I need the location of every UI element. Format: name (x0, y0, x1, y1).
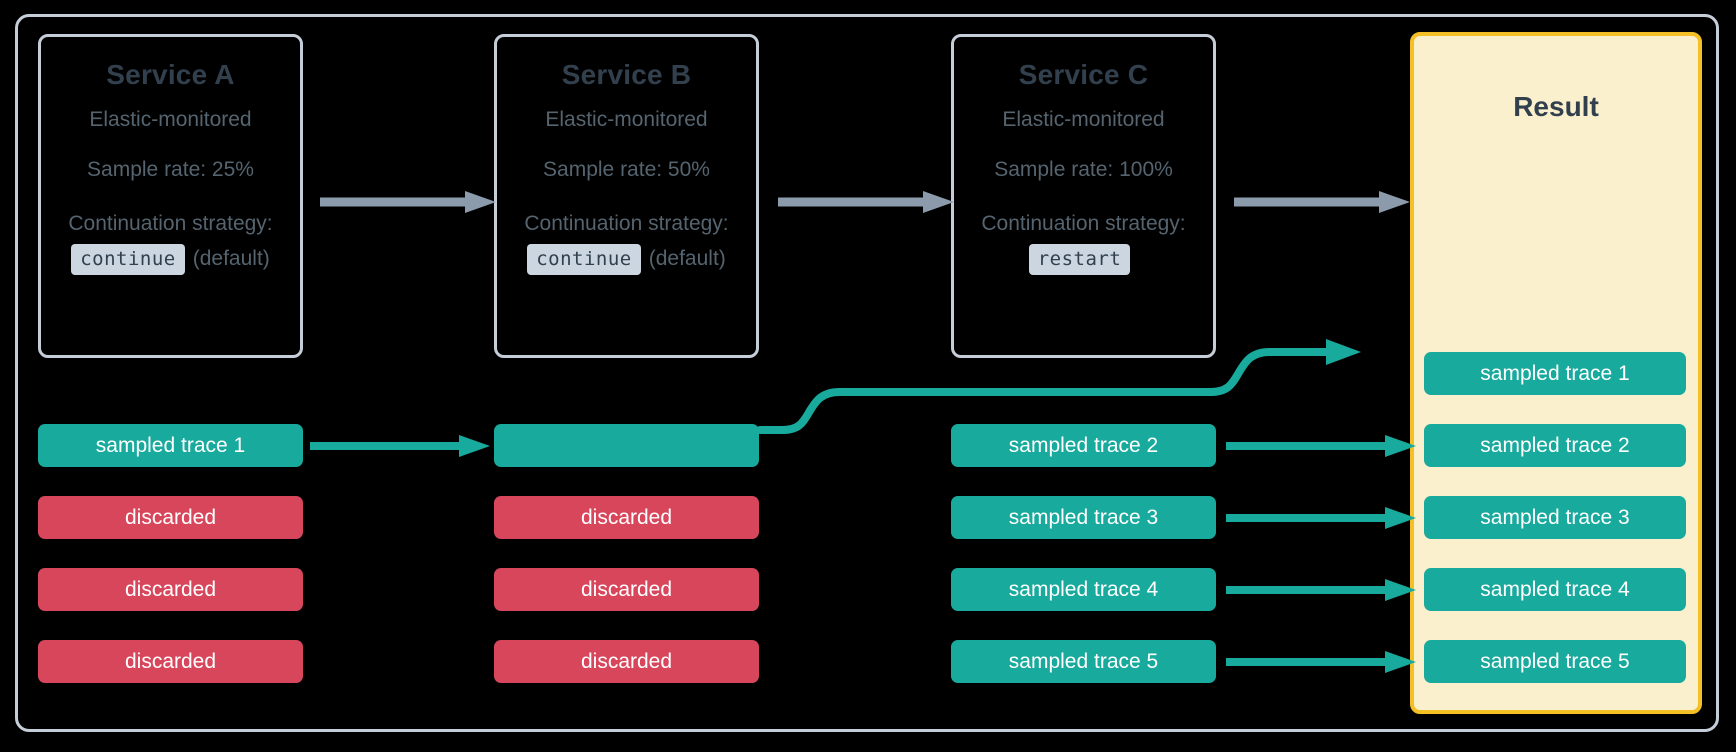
trace-pill-result-1-label: sampled trace 1 (1480, 361, 1630, 385)
service-b-strategy-label: Continuation strategy: (524, 212, 729, 235)
service-c-sample-rate: Sample rate: 100% (994, 158, 1173, 181)
service-box-a: Service A Elastic-monitored Sample rate:… (38, 34, 303, 358)
service-c-subtitle: Elastic-monitored (1002, 108, 1165, 131)
trace-pill-b-2: discarded (494, 496, 759, 539)
trace-pill-c-3-label: sampled trace 4 (1008, 577, 1159, 601)
service-a-strategy-value: continue (71, 243, 185, 275)
service-b-strategy-row: continue (default) (527, 243, 726, 275)
trace-pill-a-4-label: discarded (124, 649, 217, 673)
service-a-strategy-note: (default) (192, 247, 270, 271)
trace-pill-result-3: sampled trace 3 (1424, 496, 1686, 539)
service-a-title: Service A (106, 59, 235, 90)
service-c-strategy-row: restart (1028, 243, 1139, 275)
service-a-sample-rate: Sample rate: 25% (87, 158, 254, 181)
service-b-sample-rate: Sample rate: 50% (543, 158, 710, 181)
service-a-strategy-row: continue (default) (71, 243, 270, 275)
service-b-title: Service B (561, 59, 692, 90)
trace-pill-a-1-label: sampled trace 1 (95, 433, 246, 457)
trace-pill-b-2-label: discarded (580, 505, 673, 529)
trace-pill-result-3-label: sampled trace 3 (1480, 505, 1630, 529)
arrow-service-a-to-b (320, 191, 496, 213)
trace-pill-result-4: sampled trace 4 (1424, 568, 1686, 611)
trace-pill-a-4: discarded (38, 640, 303, 683)
service-a-subtitle: Elastic-monitored (89, 108, 252, 131)
trace-pill-result-4-label: sampled trace 4 (1480, 577, 1630, 601)
arrow-trace-c1-to-result2 (1226, 435, 1416, 457)
arrow-trace-c4-to-result5 (1226, 651, 1416, 673)
trace-pill-result-2-label: sampled trace 2 (1480, 433, 1630, 457)
service-box-b: Service B Elastic-monitored Sample rate:… (494, 34, 759, 358)
service-b-strategy-value: continue (527, 243, 641, 275)
trace-pill-b-3: discarded (494, 568, 759, 611)
trace-pill-b-3-label: discarded (580, 577, 673, 601)
trace-pill-a-2-label: discarded (124, 505, 217, 529)
service-b-strategy-note: (default) (648, 247, 726, 271)
trace-pill-c-2-label: sampled trace 3 (1008, 505, 1159, 529)
trace-pill-c-1: sampled trace 2 (951, 424, 1216, 467)
trace-pill-a-3: discarded (38, 568, 303, 611)
service-a-strategy-label: Continuation strategy: (68, 212, 273, 235)
service-box-c: Service C Elastic-monitored Sample rate:… (951, 34, 1216, 358)
trace-pill-b-1 (494, 424, 759, 467)
arrow-trace-a1-to-b1 (310, 435, 490, 457)
service-b-subtitle: Elastic-monitored (545, 108, 708, 131)
trace-pill-c-1-label: sampled trace 2 (1008, 433, 1159, 457)
trace-pill-c-4: sampled trace 5 (951, 640, 1216, 683)
trace-pill-result-1: sampled trace 1 (1424, 352, 1686, 395)
result-title: Result (1513, 91, 1599, 122)
curve-connector-b1-to-result1 (756, 339, 1361, 434)
arrow-trace-c2-to-result3 (1226, 507, 1416, 529)
service-c-strategy-label: Continuation strategy: (981, 212, 1186, 235)
trace-pill-c-3: sampled trace 4 (951, 568, 1216, 611)
trace-pill-b-4: discarded (494, 640, 759, 683)
arrow-trace-c3-to-result4 (1226, 579, 1416, 601)
trace-pill-c-4-label: sampled trace 5 (1008, 649, 1159, 673)
service-c-strategy-value: restart (1028, 243, 1131, 275)
trace-pill-b-4-label: discarded (580, 649, 673, 673)
trace-pill-result-2: sampled trace 2 (1424, 424, 1686, 467)
arrow-service-c-to-result (1234, 191, 1410, 213)
trace-pill-a-2: discarded (38, 496, 303, 539)
trace-pill-a-3-label: discarded (124, 577, 217, 601)
trace-pill-result-5-label: sampled trace 5 (1480, 649, 1630, 673)
trace-pill-c-2: sampled trace 3 (951, 496, 1216, 539)
trace-pill-a-1: sampled trace 1 (38, 424, 303, 467)
arrow-service-b-to-c (778, 191, 954, 213)
service-c-title: Service C (1018, 59, 1149, 90)
trace-pill-result-5: sampled trace 5 (1424, 640, 1686, 683)
